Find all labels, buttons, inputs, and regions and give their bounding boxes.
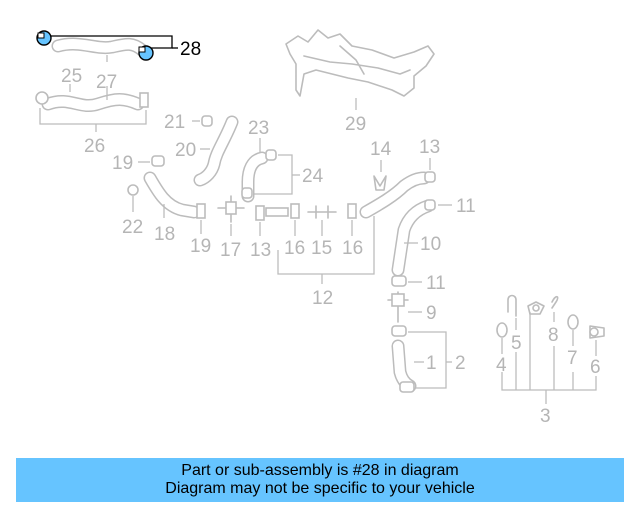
part-26-hose-group[interactable] (35, 84, 149, 132)
callout-2: 2 (455, 353, 466, 374)
callout-10: 10 (420, 234, 441, 255)
info-banner: Part or sub-assembly is #28 in diagram D… (16, 458, 624, 502)
part-14-hose[interactable] (359, 158, 436, 219)
callout-9: 9 (426, 303, 437, 324)
part-28-hose-assembly[interactable] (36, 30, 178, 62)
clamp-28-left[interactable] (36, 30, 52, 46)
callout-8: 8 (548, 325, 559, 346)
part-29-bracket[interactable] (285, 29, 435, 110)
callout-16-left: 16 (284, 238, 305, 259)
callout-5: 5 (511, 333, 522, 354)
lower-hose-stack[interactable] (387, 275, 452, 393)
callout-12: 12 (312, 288, 333, 309)
callout-23: 23 (248, 118, 269, 139)
callout-27: 27 (96, 72, 117, 93)
callout-13-top: 13 (419, 137, 440, 158)
callout-6: 6 (590, 357, 601, 378)
callout-29: 29 (345, 114, 366, 135)
clamp-28-right[interactable] (138, 45, 154, 61)
part-20-hose[interactable] (192, 115, 239, 187)
callout-28: 28 (180, 39, 201, 60)
callout-17: 17 (220, 240, 241, 261)
callout-25: 25 (61, 66, 82, 87)
banner-line-1: Part or sub-assembly is #28 in diagram (181, 462, 459, 479)
fittings-row[interactable] (217, 195, 375, 284)
callout-11-top: 11 (456, 196, 476, 217)
callout-19-top: 19 (112, 153, 133, 174)
part-18-hose[interactable] (127, 155, 206, 234)
callout-14: 14 (370, 139, 392, 160)
callout-4: 4 (496, 355, 507, 376)
callout-20: 20 (175, 140, 196, 161)
callout-15: 15 (311, 238, 332, 259)
callout-3: 3 (540, 406, 551, 427)
callout-labels: 28 25 27 26 29 21 20 23 24 19 22 18 19 1… (61, 39, 601, 427)
callout-19-bottom: 19 (190, 236, 211, 257)
callout-1: 1 (426, 353, 437, 374)
callout-11-bottom: 11 (426, 273, 446, 294)
leader-28-top (44, 35, 173, 49)
callout-21: 21 (164, 112, 185, 133)
banner-line-2: Diagram may not be specific to your vehi… (165, 480, 475, 497)
callout-13-bottom: 13 (250, 240, 271, 261)
callout-26: 26 (84, 136, 105, 157)
callout-24: 24 (302, 166, 324, 187)
callout-7: 7 (567, 348, 578, 369)
callout-16-right: 16 (342, 238, 363, 259)
small-fittings-group[interactable] (496, 294, 605, 405)
part-24-hose[interactable] (241, 138, 300, 203)
callout-18: 18 (154, 224, 175, 245)
parts-diagram: 28 25 27 26 29 21 20 23 24 19 22 18 19 1… (35, 29, 605, 427)
part-10-hose[interactable] (391, 199, 452, 277)
callout-22: 22 (122, 217, 143, 238)
